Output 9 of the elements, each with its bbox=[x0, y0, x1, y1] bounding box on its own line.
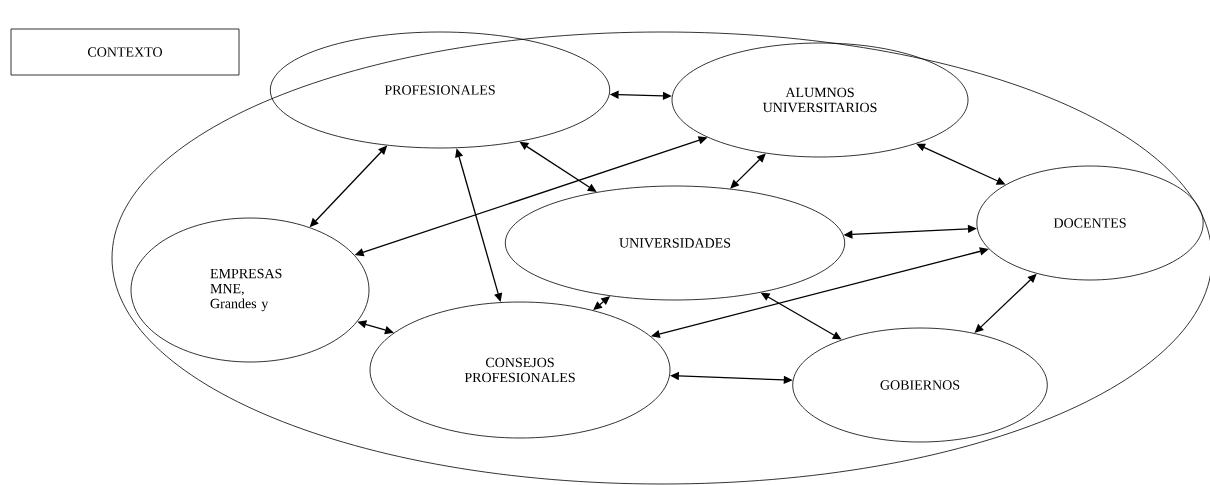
ellipse-node: CONSEJOS PROFESIONALES bbox=[369, 301, 671, 439]
ellipse-node: GOBIERNOS bbox=[792, 327, 1048, 443]
ellipse-node: PROFESIONALES bbox=[269, 31, 611, 149]
ellipse-node: UNIVERSIDADES bbox=[504, 185, 846, 301]
ellipse-node: DOCENTES bbox=[976, 165, 1204, 281]
ellipse-node: ALUMNOS UNIVERSITARIOS bbox=[671, 42, 969, 158]
arrow bbox=[730, 153, 766, 189]
ellipse-node: EMPRESAS MNE, Grandes y bbox=[130, 217, 370, 363]
label-box: CONTEXTO bbox=[10, 28, 240, 76]
